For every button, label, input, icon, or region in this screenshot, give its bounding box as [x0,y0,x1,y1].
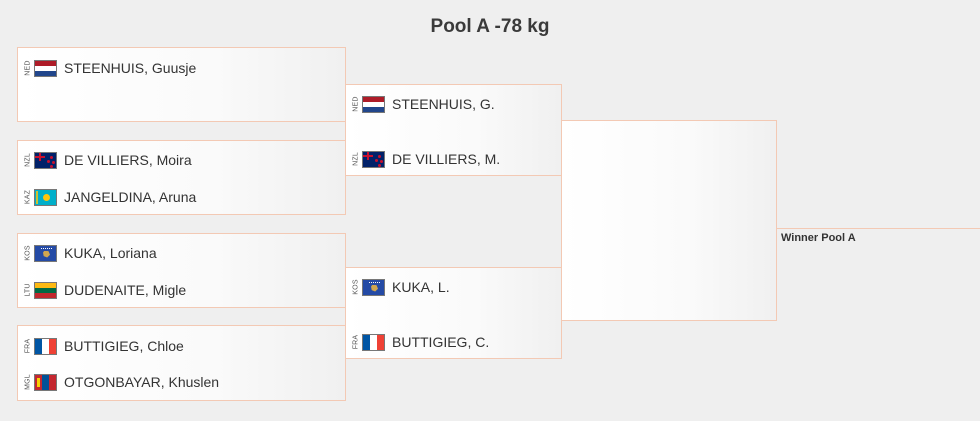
noc-code: FRA [352,334,360,350]
competitor-row[interactable]: FRA BUTTIGIEG, Chloe [18,332,184,360]
noc-code: NZL [352,152,360,166]
noc-code: NED [24,60,32,76]
competitor-name: BUTTIGIEG, C. [392,334,490,350]
competitor-name: JANGELDINA, Aruna [64,189,197,205]
competitor-name: STEENHUIS, Guusje [64,60,197,76]
noc-code: KOS [24,245,32,261]
mgl-flag-icon [34,373,57,391]
noc-code: LTU [24,283,32,297]
pool-title: Pool A -78 kg [430,16,550,37]
competitor-row[interactable]: KAZ JANGELDINA, Aruna [18,183,196,211]
noc-code: FRA [24,338,32,354]
competitor-row[interactable]: MGL OTGONBAYAR, Khuslen [18,368,219,396]
nzl-flag-icon [362,150,385,168]
ned-flag-icon [362,95,385,113]
competitor-name: BUTTIGIEG, Chloe [64,338,184,354]
competitor-row[interactable]: KOS KUKA, Loriana [18,239,157,267]
fra-flag-icon [34,337,57,355]
noc-code: NED [352,96,360,112]
match-box: KOS KUKA, Loriana LTU DUDENAITE, Migle [17,233,346,308]
match-box: KOS KUKA, L. FRA BUTTIGIEG, C. [345,267,562,359]
competitor-row[interactable]: NED STEENHUIS, Guusje [18,54,196,82]
kaz-flag-icon [34,188,57,206]
competitor-name: STEENHUIS, G. [392,96,495,112]
match-box: NED STEENHUIS, G. NZL DE VILLIERS, M. [345,84,562,176]
competitor-row[interactable]: NZL DE VILLIERS, Moira [18,146,192,174]
fra-flag-icon [362,333,385,351]
nzl-flag-icon [34,151,57,169]
ned-flag-icon [34,59,57,77]
noc-code: NZL [24,153,32,167]
competitor-row[interactable]: FRA BUTTIGIEG, C. [346,328,489,356]
kos-flag-icon [362,278,385,296]
kos-flag-icon [34,244,57,262]
competitor-name: DE VILLIERS, M. [392,151,501,167]
final-match-box [561,120,777,321]
competitor-row[interactable]: LTU DUDENAITE, Migle [18,276,186,304]
competitor-row[interactable]: NZL DE VILLIERS, M. [346,145,500,173]
noc-code: KAZ [24,189,32,205]
competitor-name: DUDENAITE, Migle [64,282,187,298]
winner-label: Winner Pool A [781,232,856,244]
match-box: FRA BUTTIGIEG, Chloe MGL OTGONBAYAR, Khu… [17,325,346,401]
competitor-name: DE VILLIERS, Moira [64,152,192,168]
competitor-name: KUKA, Loriana [64,245,157,261]
noc-code: MGL [24,374,32,390]
noc-code: KOS [352,279,360,295]
match-box: NZL DE VILLIERS, Moira KAZ JANGELDINA, A… [17,140,346,215]
competitor-name: KUKA, L. [392,279,450,295]
competitor-row[interactable]: KOS KUKA, L. [346,273,450,301]
ltu-flag-icon [34,281,57,299]
winner-line [777,228,980,229]
competitor-name: OTGONBAYAR, Khuslen [64,374,220,390]
competitor-row[interactable]: NED STEENHUIS, G. [346,90,495,118]
match-box: NED STEENHUIS, Guusje [17,47,346,122]
